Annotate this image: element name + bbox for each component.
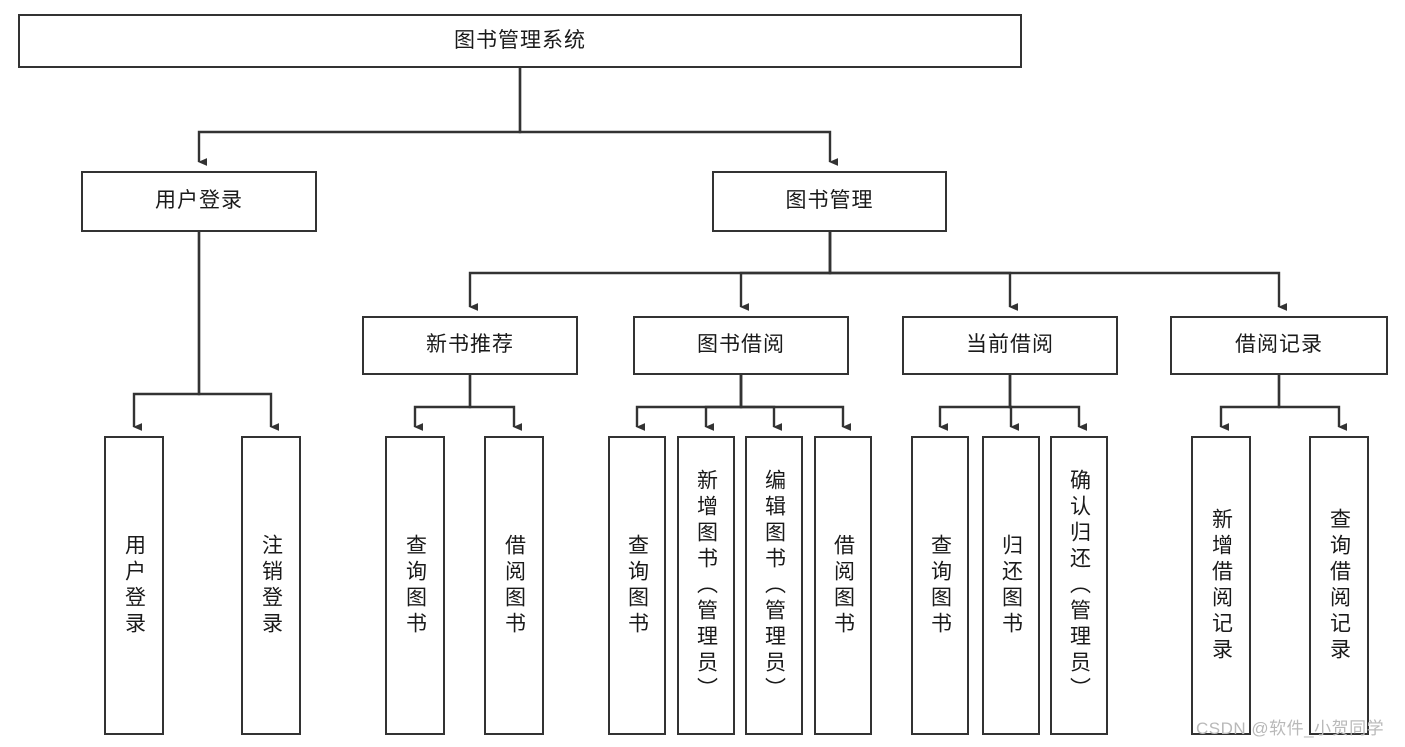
edge-current-to-c1 — [938, 375, 1012, 431]
edge-bookmgmt-to-records — [828, 232, 1287, 311]
node-b3[interactable]: 编辑图书（管理员） — [745, 436, 803, 735]
node-label: 图书借阅 — [697, 333, 785, 357]
node-current[interactable]: 当前借阅 — [902, 316, 1118, 375]
node-b4[interactable]: 借阅图书 — [814, 436, 872, 735]
edge-bookmgmt-to-newbook — [468, 232, 832, 311]
node-label: 新书推荐 — [426, 333, 514, 357]
node-r1[interactable]: 新增借阅记录 — [1191, 436, 1251, 735]
node-l1[interactable]: 用户登录 — [104, 436, 164, 735]
node-records[interactable]: 借阅记录 — [1170, 316, 1388, 375]
edge-bookmgmt-to-borrow — [739, 232, 832, 311]
node-label: 当前借阅 — [966, 333, 1054, 357]
edge-bookmgmt-to-current — [828, 232, 1018, 311]
edge-newbook-to-n2 — [468, 375, 522, 431]
node-newbook[interactable]: 新书推荐 — [362, 316, 578, 375]
node-label: 借阅图书 — [502, 533, 526, 638]
edge-current-to-c3 — [1008, 375, 1087, 431]
edge-root-to-login — [197, 68, 522, 166]
node-label: 图书管理系统 — [454, 28, 586, 52]
node-root[interactable]: 图书管理系统 — [18, 14, 1022, 68]
node-label: 用户登录 — [155, 189, 243, 213]
node-bookmgmt[interactable]: 图书管理 — [712, 171, 947, 232]
edge-borrow-to-b4 — [739, 375, 851, 431]
node-label: 编辑图书（管理员） — [762, 468, 786, 703]
edge-borrow-to-b1 — [635, 375, 743, 431]
node-label: 注销登录 — [259, 533, 283, 638]
edge-borrow-to-b2 — [704, 375, 743, 431]
edge-login-to-l1 — [132, 232, 201, 431]
watermark-label: CSDN @软件_小贺同学 — [1196, 719, 1385, 738]
node-n1[interactable]: 查询图书 — [385, 436, 445, 735]
node-label: 查询借阅记录 — [1327, 507, 1351, 664]
node-label: 查询图书 — [403, 533, 427, 638]
node-label: 用户登录 — [122, 533, 146, 638]
edge-records-to-r2 — [1277, 375, 1347, 431]
node-label: 新增图书（管理员） — [694, 468, 718, 703]
node-label: 查询图书 — [928, 533, 952, 638]
node-c2[interactable]: 归还图书 — [982, 436, 1040, 735]
edge-layer — [132, 68, 1347, 431]
edge-records-to-r1 — [1219, 375, 1281, 431]
edge-borrow-to-b3 — [739, 375, 782, 431]
node-label: 新增借阅记录 — [1209, 507, 1233, 664]
edge-root-to-bookmgmt — [518, 68, 838, 166]
node-login[interactable]: 用户登录 — [81, 171, 317, 232]
node-c3[interactable]: 确认归还（管理员） — [1050, 436, 1108, 735]
node-b1[interactable]: 查询图书 — [608, 436, 666, 735]
node-label: 查询图书 — [625, 533, 649, 638]
node-n2[interactable]: 借阅图书 — [484, 436, 544, 735]
edge-newbook-to-n1 — [413, 375, 472, 431]
node-l2[interactable]: 注销登录 — [241, 436, 301, 735]
node-b2[interactable]: 新增图书（管理员） — [677, 436, 735, 735]
node-label: 借阅记录 — [1235, 333, 1323, 357]
node-r2[interactable]: 查询借阅记录 — [1309, 436, 1369, 735]
node-borrow[interactable]: 图书借阅 — [633, 316, 849, 375]
node-label: 确认归还（管理员） — [1067, 468, 1091, 703]
edge-login-to-l2 — [197, 232, 279, 431]
node-label: 图书管理 — [785, 189, 874, 213]
node-label: 归还图书 — [999, 533, 1023, 638]
node-c1[interactable]: 查询图书 — [911, 436, 969, 735]
node-label: 借阅图书 — [831, 533, 855, 638]
